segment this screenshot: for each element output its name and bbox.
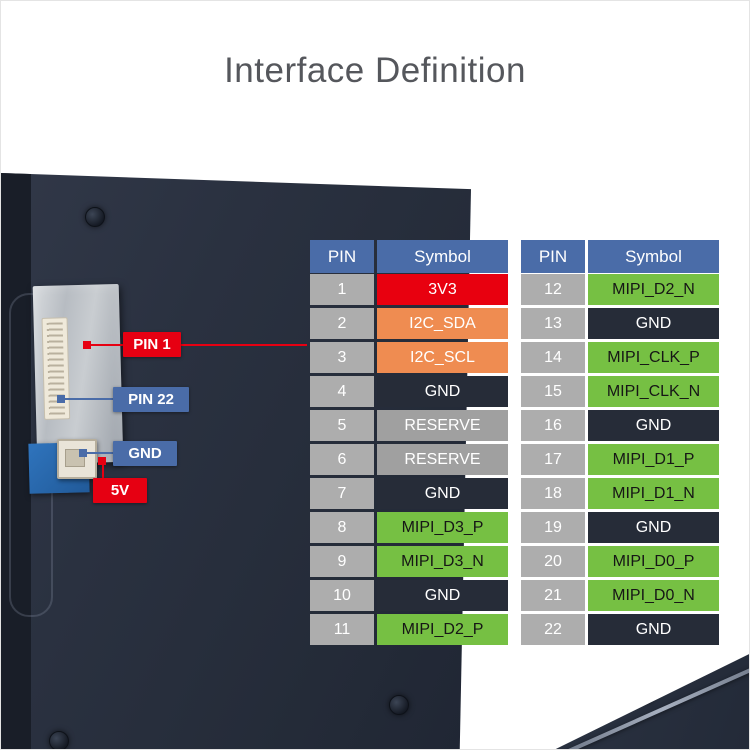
metal-shield [32, 283, 124, 465]
pin-number-cell: 16 [521, 410, 585, 441]
symbol-cell: MIPI_CLK_P [588, 342, 719, 373]
leader-line-pin22 [65, 398, 113, 400]
leader-line-pin1 [91, 344, 123, 346]
symbol-cell: MIPI_D3_P [377, 512, 508, 543]
symbol-cell: 3V3 [377, 274, 508, 305]
symbol-cell: GND [377, 478, 508, 509]
pin-number-cell: 7 [310, 478, 374, 509]
callout-pin22: PIN 22 [113, 387, 189, 412]
pin-number-cell: 10 [310, 580, 374, 611]
pin-number-cell: 14 [521, 342, 585, 373]
symbol-column-header: Symbol [588, 240, 719, 273]
pin-number-cell: 13 [521, 308, 585, 339]
symbol-cell: GND [588, 410, 719, 441]
symbol-cell: GND [588, 512, 719, 543]
page-title: Interface Definition [224, 51, 526, 90]
pin-number-cell: 18 [521, 478, 585, 509]
leader-line-gnd [87, 452, 113, 454]
pin-number-cell: 6 [310, 444, 374, 475]
pin-number-cell: 17 [521, 444, 585, 475]
ffc-connector [41, 317, 71, 420]
display-bezel [1, 173, 31, 749]
cable [551, 653, 749, 749]
pin-number-cell: 3 [310, 342, 374, 373]
symbol-cell: GND [377, 376, 508, 407]
callout-gnd: GND [113, 441, 177, 466]
symbol-cell: MIPI_D1_N [588, 478, 719, 509]
symbol-cell: GND [588, 614, 719, 645]
callout-pin1: PIN 1 [123, 332, 181, 357]
screw-icon [85, 207, 105, 227]
symbol-column-header: Symbol [377, 240, 508, 273]
symbol-cell: MIPI_CLK_N [588, 376, 719, 407]
leader-line-pin1-to-table [181, 344, 307, 346]
symbol-cell: MIPI_D0_P [588, 546, 719, 577]
screw-icon [49, 731, 69, 749]
callout-5v: 5V [93, 478, 147, 503]
power-connector [57, 439, 97, 479]
pin-number-cell: 12 [521, 274, 585, 305]
pin-number-cell: 9 [310, 546, 374, 577]
pin-number-cell: 4 [310, 376, 374, 407]
symbol-cell: MIPI_D3_N [377, 546, 508, 577]
pin-number-cell: 19 [521, 512, 585, 543]
pin-number-cell: 5 [310, 410, 374, 441]
screw-icon [389, 695, 409, 715]
marker-dot-pin1 [83, 341, 91, 349]
pin-number-cell: 2 [310, 308, 374, 339]
symbol-cell: MIPI_D1_P [588, 444, 719, 475]
leader-line-5v [102, 464, 104, 478]
pin-number-cell: 1 [310, 274, 374, 305]
symbol-cell: GND [377, 580, 508, 611]
symbol-cell: I2C_SDA [377, 308, 508, 339]
pin-column-header: PIN [310, 240, 374, 273]
pin-column-header: PIN [521, 240, 585, 273]
pin-number-cell: 20 [521, 546, 585, 577]
symbol-cell: I2C_SCL [377, 342, 508, 373]
symbol-cell: GND [588, 308, 719, 339]
screw-icon [635, 683, 655, 703]
pin-number-cell: 22 [521, 614, 585, 645]
marker-dot-pin22 [57, 395, 65, 403]
pin-number-cell: 21 [521, 580, 585, 611]
pin-number-cell: 8 [310, 512, 374, 543]
symbol-cell: RESERVE [377, 410, 508, 441]
symbol-cell: MIPI_D2_N [588, 274, 719, 305]
device-photo-corner [551, 653, 749, 749]
symbol-cell: MIPI_D0_N [588, 580, 719, 611]
marker-dot-5v [98, 457, 106, 465]
pin-number-cell: 11 [310, 614, 374, 645]
symbol-cell: RESERVE [377, 444, 508, 475]
marker-dot-gnd [79, 449, 87, 457]
pin-number-cell: 15 [521, 376, 585, 407]
symbol-cell: MIPI_D2_P [377, 614, 508, 645]
